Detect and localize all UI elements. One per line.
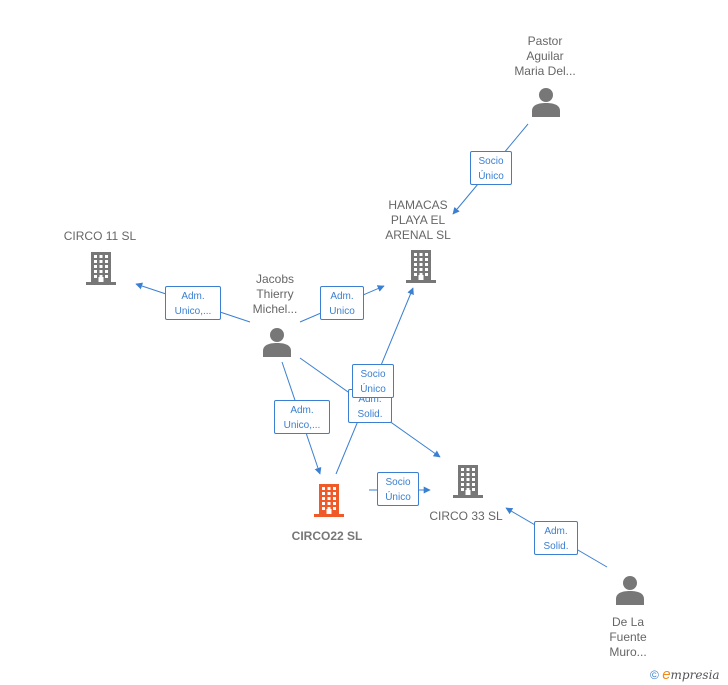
node-label-pastor[interactable]: Pastor Aguilar Maria Del... (514, 33, 576, 78)
person-icon[interactable] (262, 327, 292, 362)
node-label-circo22[interactable]: CIRCO22 SL (291, 529, 363, 543)
node-label-circo11[interactable]: CIRCO 11 SL (63, 228, 137, 243)
brand-logo-e: e (662, 666, 671, 683)
edge-label-circo22-hamacas[interactable]: Socio Único (352, 364, 394, 398)
person-icon[interactable] (531, 87, 561, 122)
edge-label-jacobs-circo11[interactable]: Adm. Unico,... (165, 286, 221, 320)
building-icon[interactable] (453, 464, 483, 503)
edge-label-circo22-circo33[interactable]: Socio Único (377, 472, 419, 506)
edge-label-delafuente-circo33[interactable]: Adm. Solid. (534, 521, 578, 555)
building-icon[interactable] (406, 249, 436, 288)
node-label-circo33[interactable]: CIRCO 33 SL (429, 509, 503, 523)
footer-brand: © empresia (650, 666, 720, 683)
edge-label-jacobs-hamacas[interactable]: Adm. Unico (320, 286, 364, 320)
building-icon[interactable] (314, 483, 344, 522)
edge-label-jacobs-circo22[interactable]: Adm. Unico,... (274, 400, 330, 434)
node-label-hamacas[interactable]: HAMACAS PLAYA EL ARENAL SL (385, 197, 451, 242)
building-icon[interactable] (86, 251, 116, 290)
person-icon[interactable] (615, 575, 645, 610)
brand-name: mpresia (670, 668, 720, 682)
node-label-delafuente[interactable]: De La Fuente Muro... (609, 615, 647, 659)
edge-label-pastor-hamacas[interactable]: Socio Único (470, 151, 512, 185)
node-label-jacobs[interactable]: Jacobs Thierry Michel... (252, 271, 298, 316)
copyright-symbol: © (650, 668, 659, 682)
